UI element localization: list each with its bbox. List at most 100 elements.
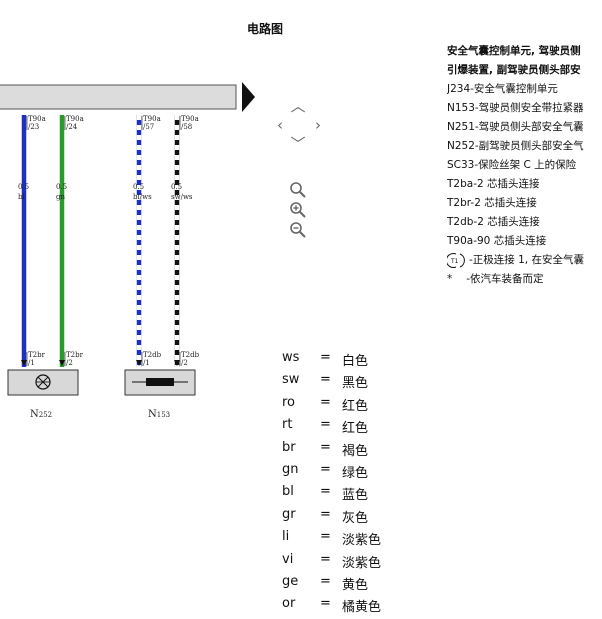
pan-down-icon[interactable]: ﹀ (290, 135, 306, 153)
wire-connector-pin: /1 (28, 359, 35, 367)
component-label-n153: N153 (148, 409, 170, 420)
wire-pin-label: T90a (143, 115, 161, 123)
color-code-eq: = (320, 506, 331, 522)
color-code-name: 淡紫色 (342, 533, 382, 549)
wire-connector-pin: /2 (181, 359, 188, 367)
zoom-in-icon[interactable] (288, 200, 308, 220)
color-code-eq: = (320, 573, 331, 589)
legend-heading-line: 安全气囊控制单元, 驾驶员侧 (447, 45, 581, 57)
legend-note-star: *-依汽车装备而定 (447, 273, 544, 285)
wire-color-label: gn (56, 193, 65, 201)
svg-text:T1: T1 (450, 258, 459, 265)
color-code-row: br = 褐色 (278, 440, 478, 462)
tensioner-symbol-icon (146, 378, 174, 386)
wire-connector-label: T2db (143, 351, 162, 359)
color-code-row: ws=白色 (278, 350, 478, 372)
pan-up-icon[interactable]: ︿ (290, 97, 306, 115)
color-code-name: 淡紫色 (342, 555, 382, 571)
color-code-eq: = (320, 372, 331, 388)
color-code-eq: = (320, 461, 331, 477)
legend-note-positive: T1 -正极连接 1, 在安全气囊 (447, 251, 602, 270)
zoom-fit-icon[interactable] (288, 180, 308, 200)
positive-connection-icon: T1 (447, 253, 465, 268)
color-code-row: bl = 蓝色 (278, 484, 478, 506)
wire-pin-number: /24 (66, 123, 78, 131)
color-code-row: ro = 红色 (278, 395, 478, 417)
color-code-code: ws (282, 350, 300, 365)
diagram-title: 电路图 (246, 22, 283, 36)
color-code-name: 灰色 (342, 510, 369, 526)
wire-pin-label: T90a (181, 115, 199, 123)
color-code-name: 蓝色 (342, 488, 369, 504)
color-code-code: br (282, 439, 296, 455)
color-code-name: 黄色 (342, 577, 369, 593)
legend-item: SC33-保险丝架 C 上的保险 (447, 159, 577, 171)
legend-item: N252-副驾驶员侧头部安全气 (447, 140, 584, 152)
legend-item: J234-安全气囊控制单元 (447, 83, 558, 95)
color-code-eq: = (320, 439, 331, 455)
color-code-code: sw (282, 372, 300, 388)
color-code-eq: = (320, 394, 331, 410)
control-unit-bar (0, 84, 237, 110)
wire-connector-label: T2br (66, 351, 84, 359)
color-code-eq: = (320, 417, 331, 433)
color-code-row: sw = 黑色 (278, 372, 478, 394)
wire-size-label: 0.5 (171, 183, 182, 191)
color-code-name: 褐色 (342, 443, 369, 459)
wire-connector-pin: /2 (66, 359, 73, 367)
wiring-schematic: T90a/230.5blT2br/1T90a/240.5gnT2br/2T90a… (0, 82, 255, 420)
wire-size-label: 0.5 (18, 183, 29, 191)
color-code-row: ge = 黄色 (278, 574, 478, 596)
color-code-code: li (282, 529, 290, 545)
color-code-row: vi = 淡紫色 (278, 552, 478, 574)
color-code-code: rt (282, 417, 293, 433)
color-code-code: bl (282, 484, 294, 500)
legend-item: T90a-90 芯插头连接 (447, 235, 547, 247)
zoom-out-icon[interactable] (288, 220, 308, 240)
color-code-eq: = (320, 484, 331, 500)
expand-arrow-icon[interactable] (242, 82, 255, 112)
color-code-row: gn = 绿色 (278, 462, 478, 484)
color-code-eq: = (320, 551, 331, 567)
wire-size-label: 0.5 (56, 183, 67, 191)
wire-pin-number: /57 (143, 123, 154, 131)
wire-pin-label: T90a (28, 115, 46, 123)
wire-pin-label: T90a (66, 115, 84, 123)
wire-connector-pin: /1 (143, 359, 150, 367)
pan-left-icon[interactable]: ‹ (277, 116, 283, 134)
wire-connector-label: T2db (181, 351, 200, 359)
wire-color-label: bl/ws (133, 193, 152, 201)
wire-connector-label: T2br (28, 351, 46, 359)
color-code-name: 红色 (342, 398, 369, 414)
color-code-code: gn (282, 461, 299, 477)
color-code-name: 白色 (342, 354, 369, 369)
color-code-name: 橘黄色 (342, 600, 382, 616)
color-code-code: vi (282, 551, 294, 567)
wire-size-label: 0.5 (133, 183, 144, 191)
legend-item: N153-驾驶员侧安全带拉紧器 (447, 102, 584, 114)
color-code-name: 绿色 (342, 465, 369, 481)
legend-item: T2db-2 芯插头连接 (447, 216, 540, 228)
legend-item: T2ba-2 芯插头连接 (447, 178, 540, 190)
wire-pin-number: /23 (28, 123, 39, 131)
color-code-code: ge (282, 573, 299, 589)
color-code-eq: = (320, 529, 331, 545)
color-code-code: ro (282, 394, 296, 410)
color-code-name: 黑色 (342, 376, 369, 392)
color-code-row: gr = 灰色 (278, 507, 478, 529)
wire-color-label: sw/ws (171, 193, 193, 201)
pan-right-icon[interactable]: › (315, 116, 321, 134)
legend-item: T2br-2 芯插头连接 (447, 197, 537, 209)
color-code-row: or=橘黄色 (278, 596, 478, 618)
wire-color-label: bl (18, 193, 25, 201)
color-code-name: 红色 (342, 421, 369, 437)
component-label-n252: N252 (30, 409, 52, 420)
legend-heading-line: 引爆装置, 副驾驶员侧头部安 (447, 64, 581, 76)
color-code-code: gr (282, 506, 296, 522)
legend-item: N251-驾驶员侧头部安全气囊 (447, 121, 584, 133)
